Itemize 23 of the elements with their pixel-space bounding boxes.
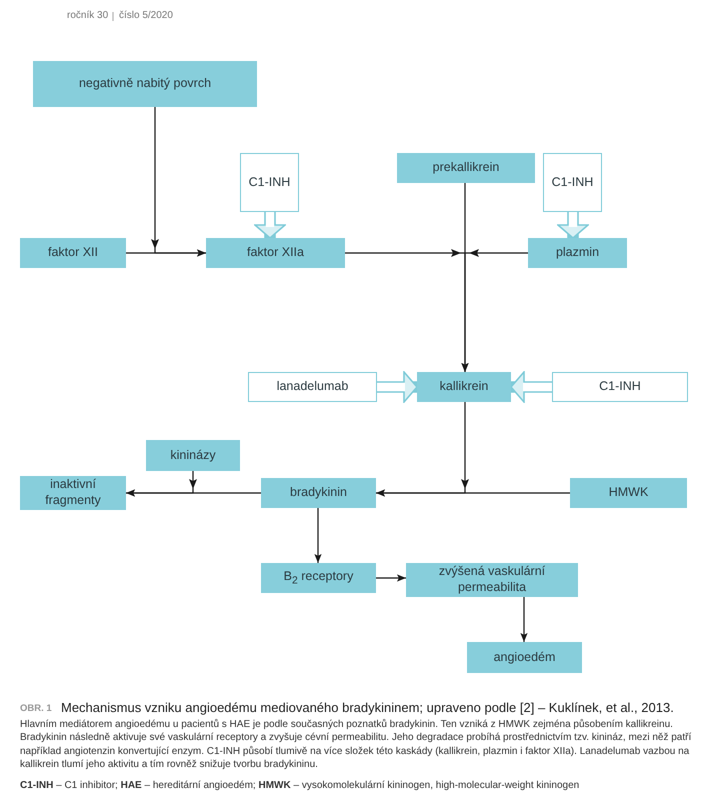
process-box: negativně nabitý povrch bbox=[33, 61, 257, 107]
inhibitor-box: lanadelumab bbox=[248, 372, 377, 402]
caption-paragraph: Hlavním mediátorem angioedému u pacientů s HAE je podle současných poznatků bradykinin. Ten vzniká z HMWK zejména působením kallikreinu. Bradykinin následně aktivuje své vaskulární receptory a zvyšuje cévní permeabilitu. Jeho degradace probíhá prostřednictvím tzv. kinináz, mezi něž patří například angiotenzin konvertující enzym. C1-INH působí tlumivě na více složek této kaskády (kallikrein, plazmin i faktor XIIa). Lanadelumab vazbou na kallikrein tlumí jeho aktivitu a tím rovněž snižuje tvorbu bradykininu. bbox=[20, 718, 692, 772]
inhibitor-box: C1-INH bbox=[240, 153, 299, 212]
process-box: inaktivní fragmenty bbox=[20, 476, 126, 510]
issue-number: číslo 5/2020 bbox=[119, 10, 173, 21]
issue-volume: ročník 30 bbox=[67, 10, 108, 21]
process-box: faktor XIIa bbox=[206, 238, 345, 268]
process-box: faktor XII bbox=[20, 238, 126, 268]
figure-number: OBR. 1 bbox=[20, 703, 52, 714]
figure-caption: Mechanismus vzniku angioedému mediovaného bradykininem; upraveno podle [2] – Kuklínek, et al., 2013. bbox=[61, 700, 674, 715]
abbreviation-note: C1-INH – C1 inhibitor; HAE – hereditární angioedém; HMWK – vysokomolekulární kininogen, high-molecular-weight kininogen bbox=[20, 780, 580, 791]
process-box: zvýšená vaskulární permeabilita bbox=[406, 563, 578, 597]
process-box: plazmin bbox=[528, 238, 627, 268]
inhibitor-box: C1-INH bbox=[552, 372, 688, 402]
process-box: bradykinin bbox=[261, 478, 376, 508]
process-box: prekallikrein bbox=[397, 153, 535, 183]
process-box: angioedém bbox=[467, 642, 582, 673]
inhibitor-box: C1-INH bbox=[543, 153, 602, 212]
process-box: B$_{2}$ receptory bbox=[261, 563, 376, 593]
process-box: HMWK bbox=[570, 478, 687, 508]
process-box: kininázy bbox=[146, 440, 240, 471]
process-box: kallikrein bbox=[417, 372, 511, 402]
